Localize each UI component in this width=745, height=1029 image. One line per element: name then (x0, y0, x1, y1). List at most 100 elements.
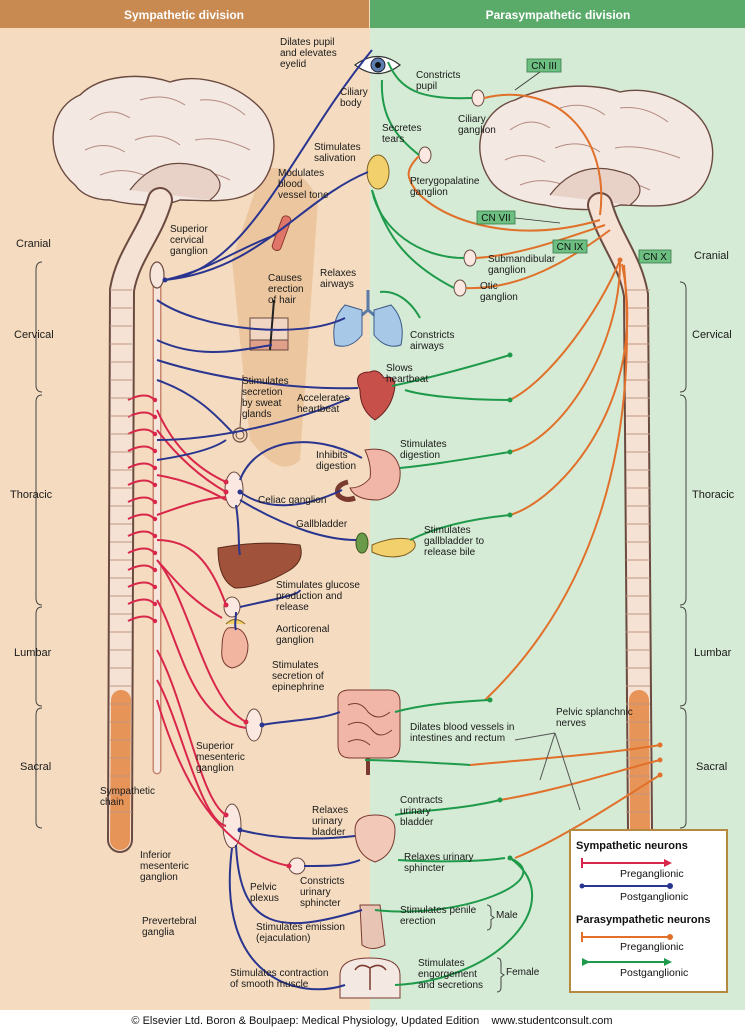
sympathetic-preganglionic-fibers (156, 409, 290, 867)
left-region-lumbar: Lumbar (14, 647, 52, 659)
cn-iii-box: CN III (514, 58, 562, 91)
segment-loop-dot (152, 465, 158, 471)
salivary-gland-icon (366, 154, 390, 190)
segment-loop (127, 564, 155, 571)
svg-text:Preganglionic: Preganglionic (620, 868, 684, 880)
right-region-thoracic: Thoracic (692, 489, 735, 501)
gallbladder-label: Gallbladder (296, 519, 348, 530)
segment-loop (127, 530, 155, 537)
svg-text:CN IX: CN IX (557, 242, 584, 253)
left-brain (52, 75, 275, 206)
segment-loop (127, 581, 155, 588)
segment-loop (127, 496, 155, 503)
lungs-icon (333, 290, 403, 347)
segment-loop (127, 615, 155, 622)
right-region-cranial: Cranial (694, 250, 729, 262)
svg-text:Postganglionic: Postganglionic (620, 891, 688, 903)
parasympathetic-preganglionic-fibers (407, 93, 661, 859)
segment-loop (127, 462, 155, 469)
left-region-cervical: Cervical (14, 329, 54, 341)
svg-text:Preganglionic: Preganglionic (620, 941, 684, 953)
eye-icon (353, 55, 401, 75)
pelvic-splanchnic-pointers (514, 732, 581, 811)
legend: Sympathetic neurons Preganglionic Postga… (569, 829, 728, 993)
segment-loop (127, 445, 155, 452)
segment-loop (127, 428, 155, 435)
left-region-braces (35, 261, 43, 829)
left-region-thoracic: Thoracic (10, 489, 53, 501)
cn-ix-box: CN IX (552, 239, 588, 254)
male-brace (486, 904, 495, 931)
svg-text:CN X: CN X (643, 252, 667, 263)
tan-skin-strip (232, 168, 318, 467)
left-region-sacral: Sacral (20, 761, 51, 773)
segment-loop-dot (152, 397, 158, 403)
segment-loop-dot (152, 482, 158, 488)
segment-loop-dot (152, 448, 158, 454)
duodenum-icon (335, 479, 356, 502)
right-region-cervical: Cervical (692, 329, 732, 341)
footer-bar (0, 1010, 745, 1029)
right-brain (479, 85, 714, 211)
male-reproductive-icon (359, 904, 386, 949)
svg-text:CN VII: CN VII (481, 213, 510, 224)
parasympathetic-header: Parasympathetic division (486, 8, 631, 22)
cn-vii-box: CN VII (476, 210, 561, 225)
segment-loop-dot (152, 550, 158, 556)
male-label: Male (496, 910, 518, 921)
celiac-ganglion-label: Celiac ganglion (258, 495, 326, 506)
svg-text:CN III: CN III (531, 61, 557, 72)
segment-loop-dot (152, 499, 158, 505)
segment-loop-dot (152, 431, 158, 437)
fiber-terminals (162, 257, 663, 869)
left-region-cranial: Cranial (16, 238, 51, 250)
liver-icon (217, 542, 302, 589)
sympathetic-header-bar (0, 0, 369, 28)
segment-loop-dot (152, 516, 158, 522)
segment-loop (127, 598, 155, 605)
segment-loop-dot (152, 601, 158, 607)
heart-icon (357, 370, 396, 421)
segment-loop (127, 394, 155, 401)
intestines-icon (337, 689, 401, 775)
segment-loop (127, 479, 155, 486)
superior-cervical-ganglion (149, 261, 165, 289)
svg-text:Parasympathetic neurons: Parasympathetic neurons (576, 914, 711, 926)
parasympathetic-postganglionic-fibers (364, 61, 533, 986)
segment-loop (127, 513, 155, 520)
svg-text:Sympathetic neurons: Sympathetic neurons (576, 840, 688, 852)
